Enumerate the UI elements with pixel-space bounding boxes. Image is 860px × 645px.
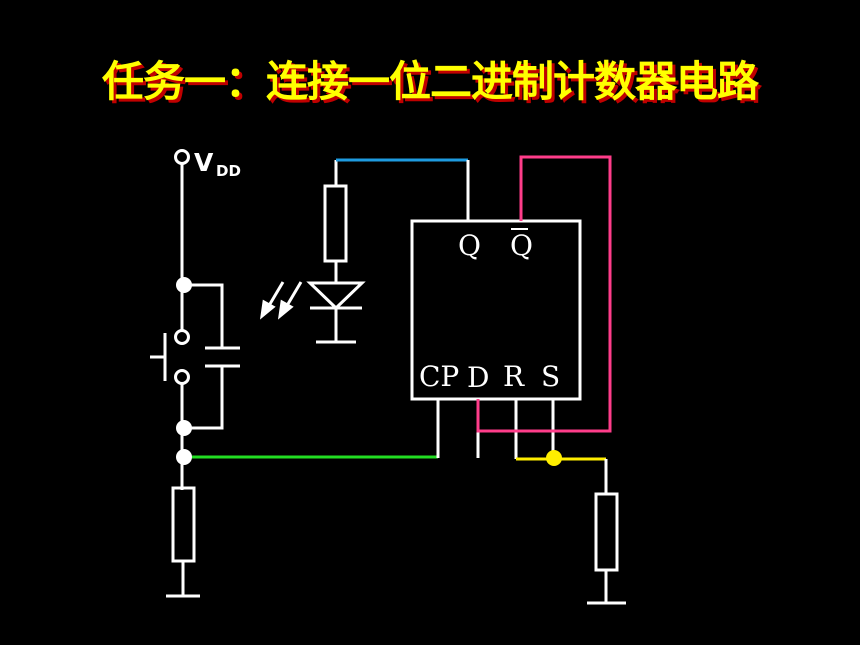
- left-resistor: [171, 486, 196, 596]
- slide-title: 任务一：连接一位二进制计数器电路: [101, 57, 759, 106]
- d-pin-label: D: [467, 361, 489, 394]
- left-supply-wires: [180, 164, 224, 490]
- rs-junction-dot: [546, 450, 562, 466]
- cp-pin-label: CP: [419, 360, 459, 393]
- r-pin-label: R: [503, 360, 525, 393]
- feedback-wire: [476, 155, 612, 433]
- vdd-subscript: DD: [216, 162, 241, 180]
- junction-dots-left: [176, 277, 192, 465]
- led-branch: [306, 160, 366, 344]
- vdd-terminal: V DD: [174, 148, 241, 180]
- q-bar-pin-label: Q: [510, 229, 533, 262]
- capacitor: [205, 346, 240, 368]
- d-flip-flop: Q Q CP D R S: [410, 219, 582, 401]
- s-pin-label: S: [541, 360, 560, 393]
- q-pin-label: Q: [458, 229, 481, 262]
- chip-pin-leads: [436, 399, 555, 459]
- vdd-label: V: [194, 148, 214, 177]
- push-button-switch: [150, 329, 190, 385]
- right-resistor: [594, 492, 619, 603]
- led-light-arrows: [259, 281, 303, 320]
